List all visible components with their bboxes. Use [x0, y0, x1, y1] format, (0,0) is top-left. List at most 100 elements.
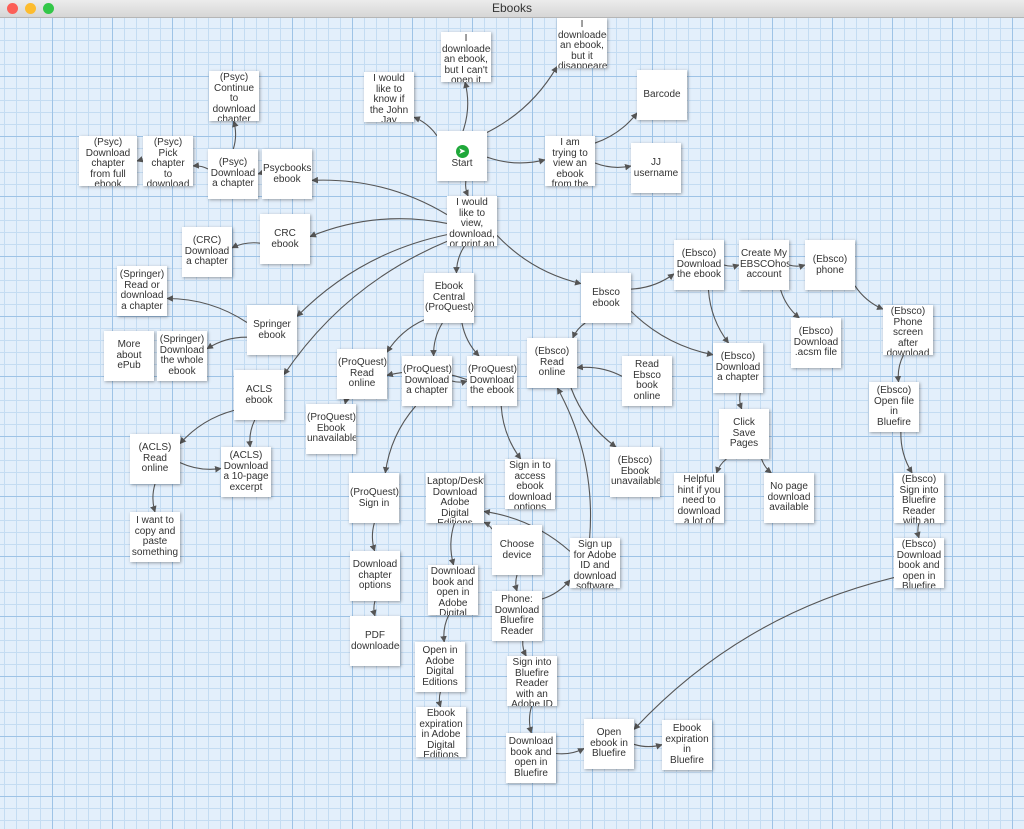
connector-acls-to-acls-read[interactable] — [179, 409, 235, 445]
node-acsm[interactable]: (Ebsco) Download .acsm file — [791, 318, 841, 368]
node-john-jay[interactable]: I would like to know if the John Jay — [364, 72, 414, 122]
node-ebsco-signin-bluefire[interactable]: (Ebsco) Sign into Bluefire Reader with a… — [894, 473, 944, 523]
connector-ebsco-to-ebsco-dl-ebook[interactable] — [630, 273, 675, 290]
connector-view-download-to-springer[interactable] — [296, 234, 448, 317]
node-cant-open[interactable]: I downloaded an ebook, but I can't open … — [441, 32, 491, 82]
node-springer-read[interactable]: (Springer) Read or download a chapter — [117, 266, 167, 316]
connector-view-download-to-crc[interactable] — [309, 218, 448, 238]
connector-acls-to-acls-excerpt[interactable] — [246, 419, 256, 448]
connector-pq-signin-to-dl-chapter-options[interactable] — [369, 522, 377, 552]
connector-view-download-to-acls[interactable] — [283, 240, 448, 376]
connector-start-to-john-jay[interactable] — [413, 116, 438, 137]
node-springer-whole[interactable]: (Springer) Download the whole ebook — [157, 331, 207, 381]
connector-trying-view-to-barcode[interactable] — [594, 112, 638, 144]
node-open-in-bluefire[interactable]: Open ebook in Bluefire — [584, 719, 634, 769]
connector-signin-bluefire-adobe-to-dl-open-bluefire[interactable] — [526, 705, 533, 734]
node-more-epub[interactable]: More about ePub — [104, 331, 154, 381]
connector-view-download-to-psycbooks[interactable] — [311, 176, 448, 216]
connector-phone-bluefire-to-signin-bluefire-adobe[interactable] — [520, 640, 527, 657]
node-pq-ebook[interactable]: (ProQuest) Download the ebook — [467, 356, 517, 406]
connector-psyc-chapter-to-psyc-pick[interactable] — [192, 162, 209, 170]
node-acls-read[interactable]: (ACLS) Read online — [130, 434, 180, 484]
connector-ebsco-dl-ebook-to-ebsco-chapter[interactable] — [707, 289, 729, 344]
node-acls-excerpt[interactable]: (ACLS) Download a 10-page excerpt — [221, 447, 271, 497]
flowchart-canvas[interactable]: ➤Start I downloaded an ebook, but I can't… — [0, 18, 1024, 829]
connector-create-account-to-ebsco-phone[interactable] — [788, 263, 806, 270]
node-expiration-ade[interactable]: Ebook expiration in Adobe Digital Editio… — [416, 707, 466, 757]
node-crc-chapter[interactable]: (CRC) Download a chapter — [182, 227, 232, 277]
connector-ebsco-dl-open-bluefire-to-open-in-bluefire[interactable] — [633, 577, 895, 730]
connector-acls-read-to-acls-excerpt[interactable] — [179, 462, 222, 473]
connector-trying-view-to-jj-username[interactable] — [594, 162, 632, 171]
connector-open-in-bluefire-to-expiration-bluefire[interactable] — [633, 743, 663, 750]
node-pq-signin[interactable]: (ProQuest) Sign in — [349, 473, 399, 523]
node-psycbooks[interactable]: Psycbooks ebook — [262, 149, 312, 199]
node-phone-bluefire[interactable]: Phone: Download Bluefire Reader — [492, 591, 542, 641]
node-signup-adobe[interactable]: Sign up for Adobe ID and download softwa… — [570, 538, 620, 588]
connector-pq-chapter-to-pq-ebook[interactable] — [451, 379, 468, 386]
connector-crc-to-crc-chapter[interactable] — [231, 242, 261, 249]
node-click-save[interactable]: Click Save Pages — [719, 409, 769, 459]
node-psyc-chapter[interactable]: (Psyc) Download a chapter — [208, 149, 258, 199]
connector-dl-chapter-options-to-pdf-downloaded[interactable] — [370, 600, 377, 617]
node-jj-username[interactable]: JJ username — [631, 143, 681, 193]
connector-choose-device-to-phone-bluefire[interactable] — [512, 574, 519, 592]
node-ebsco-open-bluefire[interactable]: (Ebsco) Open file in Bluefire — [869, 382, 919, 432]
connector-start-to-cant-open[interactable] — [462, 81, 470, 132]
connector-ebsco-chapter-to-click-save[interactable] — [736, 392, 743, 410]
connector-ebook-central-to-pq-chapter[interactable] — [430, 322, 443, 357]
connector-start-to-view-download[interactable] — [462, 180, 469, 197]
node-open-ade[interactable]: Open in Adobe Digital Editions — [415, 642, 465, 692]
node-read-ebsco-online[interactable]: Read Ebsco book online — [622, 356, 672, 406]
node-barcode[interactable]: Barcode — [637, 70, 687, 120]
connector-signup-adobe-to-laptop[interactable] — [483, 509, 571, 552]
node-view-download[interactable]: I would like to view, download, or print… — [447, 196, 497, 246]
connector-ebsco-read-to-ebsco-unavailable[interactable] — [570, 387, 617, 448]
connector-phone-screen-to-ebsco-open-bluefire[interactable] — [894, 354, 904, 383]
node-acls[interactable]: ACLS ebook — [234, 370, 284, 420]
connector-dl-open-bluefire-to-open-in-bluefire[interactable] — [555, 747, 585, 755]
node-psyc-continue[interactable]: (Psyc) Continue to download chapter — [209, 71, 259, 121]
connector-create-account-to-acsm[interactable] — [780, 289, 800, 319]
node-phone-screen[interactable]: (Ebsco) Phone screen after download — [883, 305, 933, 355]
connector-click-save-to-no-page[interactable] — [761, 458, 772, 474]
node-ebsco-chapter[interactable]: (Ebsco) Download a chapter — [713, 343, 763, 393]
node-pq-unavailable[interactable]: (ProQuest) Ebook unavailable — [306, 404, 356, 454]
connector-ebsco-phone-to-phone-screen[interactable] — [854, 285, 884, 310]
node-ebook-central[interactable]: Ebook Central (ProQuest) — [424, 273, 474, 323]
connector-start-to-disappeared[interactable] — [486, 65, 558, 133]
connector-ebook-central-to-pq-read[interactable] — [386, 319, 425, 353]
node-pdf-downloaded[interactable]: PDF downloaded — [350, 616, 400, 666]
minimize-window-button[interactable] — [25, 3, 36, 14]
connector-start-to-trying-view[interactable] — [486, 156, 546, 165]
connector-springer-to-springer-read[interactable] — [166, 295, 248, 323]
node-no-page[interactable]: No page download available — [764, 473, 814, 523]
connector-dl-open-ade-to-open-ade[interactable] — [440, 614, 450, 643]
node-crc[interactable]: CRC ebook — [260, 214, 310, 264]
node-ebsco-read[interactable]: (Ebsco) Read online — [527, 338, 577, 388]
node-disappeared[interactable]: I downloaded an ebook, but it disappeare… — [557, 18, 607, 68]
node-dl-open-ade[interactable]: Download book and open in Adobe Digital — [428, 565, 478, 615]
connector-psyc-chapter-to-psyc-continue[interactable] — [232, 120, 239, 150]
node-trying-view[interactable]: I am trying to view an ebook from the — [545, 136, 595, 186]
node-pq-read[interactable]: (ProQuest) Read online — [337, 349, 387, 399]
node-create-account[interactable]: Create My EBSCOhost account — [739, 240, 789, 290]
node-laptop[interactable]: Laptop/Desktop: Download Adobe Digital E… — [426, 473, 484, 523]
connector-laptop-to-dl-open-ade[interactable] — [448, 522, 456, 566]
node-psyc-pick[interactable]: (Psyc) Pick chapter to download — [143, 136, 193, 186]
node-ebsco-dl-open-bluefire[interactable]: (Ebsco) Download book and open in Bluefi… — [894, 538, 944, 588]
connector-view-download-to-ebook-central[interactable] — [453, 245, 465, 274]
node-pq-chapter[interactable]: (ProQuest) Download a chapter — [402, 356, 452, 406]
node-helpful-hint[interactable]: Helpful hint if you need to download a l… — [674, 473, 724, 523]
node-ebsco[interactable]: Ebsco ebook — [581, 273, 631, 323]
node-start[interactable]: ➤Start — [437, 131, 487, 181]
node-expiration-bluefire[interactable]: Ebook expiration in Bluefire — [662, 720, 712, 770]
connector-pq-ebook-to-sign-access[interactable] — [500, 405, 522, 460]
node-sign-access[interactable]: Sign in to access ebook download options — [505, 459, 555, 509]
close-window-button[interactable] — [7, 3, 18, 14]
node-springer[interactable]: Springer ebook — [247, 305, 297, 355]
connector-springer-to-springer-whole[interactable] — [206, 336, 248, 350]
connector-pq-chapter-to-pq-signin[interactable] — [382, 405, 417, 474]
node-dl-chapter-options[interactable]: Download chapter options — [350, 551, 400, 601]
connector-open-ade-to-expiration-ade[interactable] — [435, 691, 442, 708]
